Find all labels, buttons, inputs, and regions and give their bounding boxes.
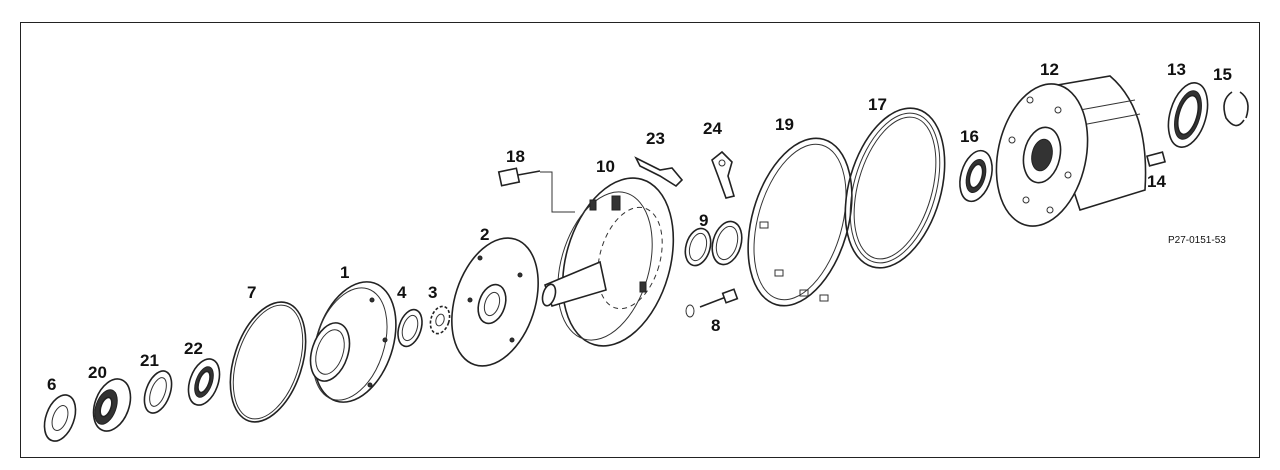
label-part-22: 22 — [184, 339, 203, 358]
part-20-bearing — [92, 378, 132, 432]
part-23-clip — [634, 156, 684, 188]
diagram-frame — [20, 22, 1260, 458]
label-part-9: 9 — [699, 211, 708, 230]
label-part-24: 24 — [703, 119, 722, 138]
label-part-1: 1 — [340, 263, 349, 282]
part-12-drum — [995, 75, 1147, 227]
label-part-15: 15 — [1213, 65, 1232, 84]
part-13-seal — [1167, 82, 1209, 148]
label-part-7: 7 — [247, 283, 256, 302]
part-6-seal — [43, 394, 77, 442]
label-part-2: 2 — [480, 225, 489, 244]
part-17-ring — [844, 107, 946, 269]
label-part-16: 16 — [960, 127, 979, 146]
label-part-10: 10 — [596, 157, 615, 176]
part-3-gear — [429, 305, 451, 335]
label-part-20: 20 — [88, 363, 107, 382]
part-8-screw — [685, 288, 739, 318]
label-part-23: 23 — [646, 129, 665, 148]
label-part-13: 13 — [1167, 60, 1186, 79]
label-part-18: 18 — [506, 147, 525, 166]
label-part-3: 3 — [428, 283, 437, 302]
part-7-gasket — [229, 301, 307, 423]
part-4-ring — [397, 308, 423, 348]
part-24-tab-washer — [711, 150, 736, 199]
label-part-8: 8 — [711, 316, 720, 335]
part-1-pump-cover — [309, 281, 397, 403]
part-14-plug — [1145, 151, 1167, 167]
label-part-4: 4 — [397, 283, 407, 302]
label-part-12: 12 — [1040, 60, 1059, 79]
part-21-ring — [143, 370, 173, 414]
part-18-bolt — [497, 167, 575, 213]
label-part-17: 17 — [868, 95, 887, 114]
label-part-14: 14 — [1147, 172, 1166, 191]
label-part-21: 21 — [140, 351, 159, 370]
part-15-snap-ring — [1223, 91, 1249, 127]
part-2-plate — [451, 237, 539, 367]
part-10-pump-body — [541, 177, 675, 347]
part-19-gasket — [747, 137, 853, 307]
part-22-seal — [187, 358, 221, 406]
label-part-19: 19 — [775, 115, 794, 134]
part-9-o-rings — [684, 220, 743, 267]
label-part-6: 6 — [47, 375, 56, 394]
drawing-code: P27-0151-53 — [1168, 235, 1226, 246]
part-16-seal — [959, 149, 993, 203]
